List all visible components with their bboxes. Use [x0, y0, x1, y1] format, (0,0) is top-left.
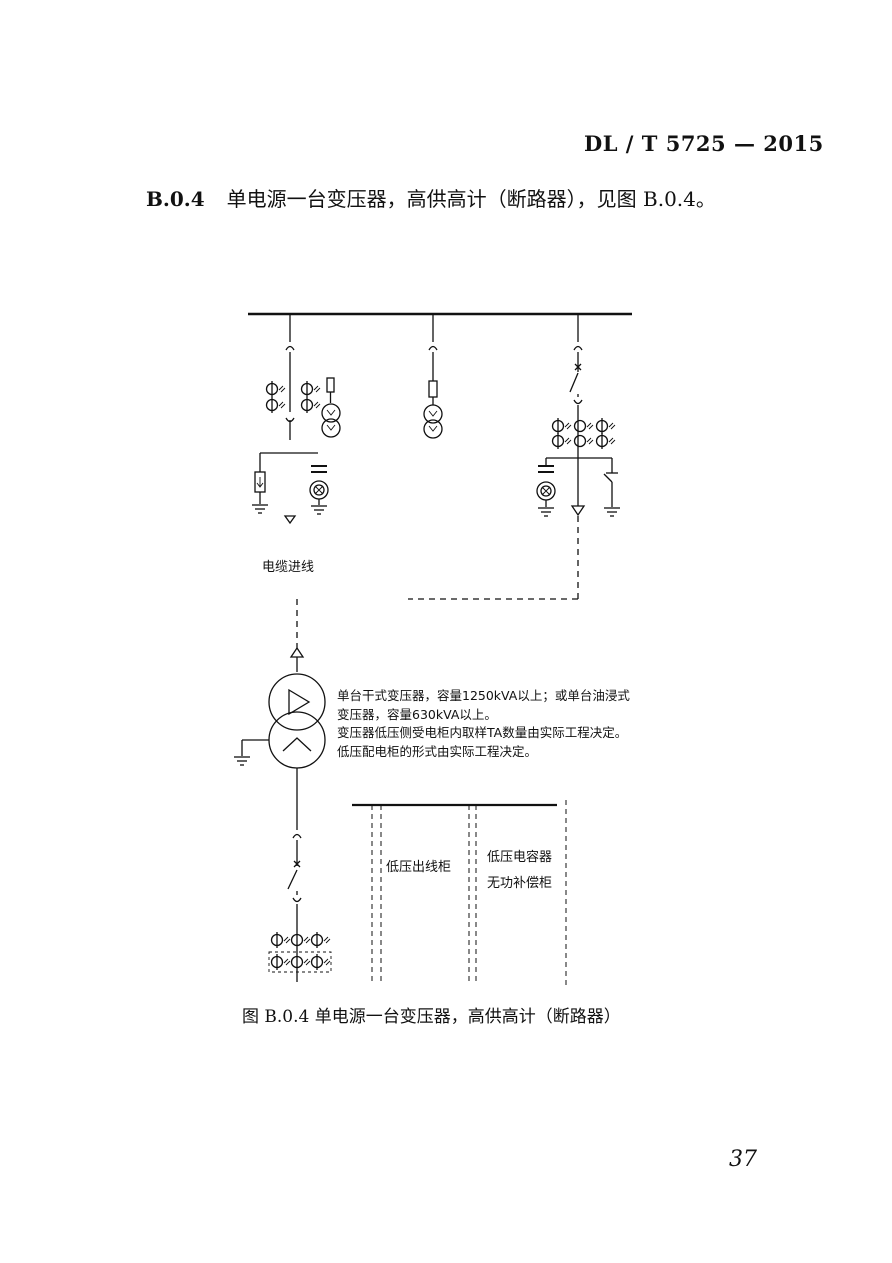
transformer-icon — [241, 646, 326, 769]
live-indicator-icon — [309, 465, 329, 505]
breaker-blade-icon — [287, 869, 298, 890]
breaker-blade-icon — [569, 372, 579, 393]
ground-icon — [604, 507, 620, 517]
live-indicator-icon — [536, 465, 556, 507]
note-line: 单台干式变压器，容量1250kVA以上；或单台油浸式 — [337, 688, 630, 703]
fuse-icon — [428, 380, 438, 405]
breaker-feeder-bay — [536, 314, 620, 517]
voltage-transformer-icon — [321, 403, 341, 438]
ground-icon — [311, 505, 327, 515]
pt-bay — [423, 314, 443, 439]
section-text: 单电源一台变压器，高供高计（断路器），见图 B.0.4。 — [226, 187, 716, 211]
section-heading: B.0.4 单电源一台变压器，高供高计（断路器），见图 B.0.4。 — [146, 183, 716, 212]
ground-icon — [252, 504, 268, 514]
incoming-cable-bay — [252, 314, 341, 525]
ct-pair-left — [265, 381, 321, 413]
star-winding-icon — [282, 737, 312, 752]
ground-icon — [538, 507, 554, 517]
fuse-icon — [326, 377, 335, 403]
breaker-cross-icon — [293, 860, 301, 868]
ground-icon — [234, 756, 250, 766]
page-number: 37 — [729, 1147, 757, 1172]
lv-outgoing-panel-label: 低压出线柜 — [386, 860, 452, 875]
cable-route-dashed — [296, 516, 579, 650]
figure-caption: 图 B.0.4 单电源一台变压器，高供高计（断路器） — [242, 1007, 621, 1027]
note-line: 低压配电柜的形式由实际工程决定。 — [337, 743, 538, 759]
cable-termination-icon — [283, 515, 297, 525]
lv-capacitor-panel-label: 低压电容器 — [487, 850, 553, 865]
voltage-transformer-icon — [423, 404, 443, 439]
lv-ct-group — [268, 932, 332, 973]
cable-termination-icon — [570, 505, 586, 517]
document-code: DL / T 5725 — 2015 — [584, 131, 824, 156]
section-number: B.0.4 — [146, 187, 205, 211]
lv-incoming-circuit — [287, 768, 302, 982]
delta-winding-icon — [288, 688, 311, 716]
note-line: 变压器低压侧受电柜内取样TA数量由实际工程决定。 — [337, 725, 628, 740]
transformer-notes: 单台干式变压器，容量1250kVA以上；或单台油浸式 变压器，容量630kVA以… — [337, 687, 630, 761]
surge-arrester-icon — [254, 471, 266, 504]
note-line: 变压器，容量630kVA以上。 — [337, 706, 497, 722]
ct-group-right — [551, 418, 616, 449]
lv-capacitor-panel-label-2: 无功补偿柜 — [487, 876, 553, 891]
lv-panel-outlines — [371, 800, 567, 985]
earthing-switch-icon — [603, 472, 618, 507]
cable-incoming-label: 电缆进线 — [262, 560, 315, 575]
breaker-cross-icon — [574, 363, 582, 371]
